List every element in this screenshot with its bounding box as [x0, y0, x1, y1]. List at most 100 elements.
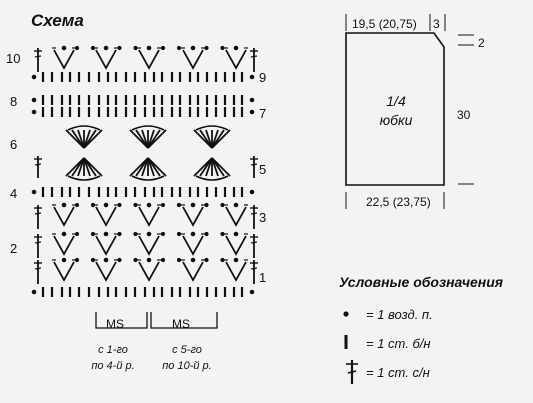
fan-stitch-6-0-6 [83, 129, 103, 149]
v-stitch-2-2 [138, 235, 160, 256]
fan-arc-5-2 [195, 175, 229, 181]
fan-arc-5-0 [67, 175, 101, 181]
chain-dot-b-2-1 [133, 231, 138, 237]
v-stitch-10-2 [138, 49, 160, 70]
chain-dot-b-1-3 [220, 257, 225, 263]
v-stitch-2-0 [53, 235, 75, 256]
chain-dot-3-0 [61, 202, 67, 208]
chain-dot-a-1-3 [204, 257, 209, 263]
chain-dot-3-4 [233, 202, 239, 208]
row-number-1: 1 [259, 270, 267, 285]
edge-dc-right-3-slash [250, 212, 258, 215]
row-number-10: 10 [6, 51, 21, 66]
sc-turn-chain-right-4 [249, 189, 255, 195]
chain-dot-a-1-1 [117, 257, 122, 263]
pattern-label-line1: 1/4 [386, 93, 406, 109]
chain-dot-b-2-0 [90, 231, 96, 237]
fan-stitch-6-0-1 [71, 129, 85, 149]
sc-turn-chain-right-8 [249, 97, 255, 103]
fan-stitch-6-2-1 [199, 129, 213, 149]
repeat-note-2-line1: с 5-го [172, 344, 202, 356]
pattern-bottom-width: 22,5 (23,75) [366, 195, 431, 209]
v-stitch-10-0 [53, 49, 75, 70]
chain-dot-a-3-0 [74, 202, 80, 208]
v-stitch-10-1 [95, 49, 117, 70]
chain-dot-1-1 [103, 257, 109, 263]
chain-dot-a-3-2 [160, 202, 166, 208]
repeat-note-2-line2: по 10-й р. [162, 360, 212, 372]
chain-dot-b-2-2 [176, 231, 182, 237]
sc-turn-chain-left-8 [31, 97, 37, 103]
chart-title: Схема [31, 11, 84, 30]
fan-stitch-5-1-1 [135, 157, 149, 177]
chain-dot-a-1-2 [160, 257, 166, 263]
chain-dot-a-2-2 [160, 231, 166, 237]
chain-dot-1-4 [233, 257, 239, 263]
chain-dot-2-3 [190, 231, 196, 237]
chain-dot-a-1-0 [74, 257, 80, 263]
fan-arc-6-1 [131, 125, 165, 131]
chain-dot-b-10-3 [220, 45, 225, 51]
sc-turn-chain-left-0 [31, 289, 37, 295]
chain-dot-a-10-0 [74, 45, 80, 51]
v-stitch-10-4 [225, 49, 247, 70]
legend-item-double-text: = 1 ст. с/н [366, 365, 430, 380]
fan-arc-6-2 [195, 125, 229, 131]
edge-dc-right-1-slash [250, 267, 258, 270]
v-stitch-1-3 [182, 261, 204, 282]
chain-dot-b-10-0 [90, 45, 96, 51]
fan-stitch-6-0-2 [77, 129, 85, 149]
fan-stitch-6-2-6 [211, 129, 231, 149]
repeat-note-1-line1: с 1-го [98, 344, 128, 356]
v-stitch-3-3 [182, 206, 204, 227]
edge-dc-right-5-slash [250, 163, 258, 166]
v-stitch-2-3 [182, 235, 204, 256]
chain-dot-b-2-3 [220, 231, 225, 237]
legend-title: Условные обозначения [339, 274, 504, 290]
fan-stitch-5-2-1 [199, 157, 213, 177]
chain-dot-a-3-3 [204, 202, 209, 208]
pattern-outline [345, 32, 445, 186]
edge-dc-left-1-slash [34, 267, 42, 270]
chain-dot-2-0 [61, 231, 67, 237]
chain-dot-2-2 [146, 231, 152, 237]
pattern-top-width: 19,5 (20,75) [352, 17, 417, 31]
chain-dot-b-1-1 [133, 257, 138, 263]
repeat-bracket-2 [150, 312, 218, 329]
repeat-note-1-line2: по 4-й р. [91, 360, 135, 372]
pattern-label: 1/4 юбки [370, 92, 422, 130]
repeat-note-1: с 1-го по 4-й р. [86, 342, 140, 374]
edge-dc-left-10-slash [34, 55, 42, 58]
sc-turn-chain-left-7 [31, 109, 37, 115]
edge-dc-right-2-slash [250, 241, 258, 244]
chain-dot-b-3-2 [176, 202, 182, 208]
row-number-8: 8 [10, 94, 18, 109]
repeat-note-2: с 5-го по 10-й р. [155, 342, 219, 374]
chain-dot-1-3 [190, 257, 196, 263]
legend-item-chain-text: = 1 возд. п. [366, 307, 433, 322]
chain-dot-3-2 [146, 202, 152, 208]
v-stitch-1-4 [225, 261, 247, 282]
fan-stitch-6-1-1 [135, 129, 149, 149]
fan-stitch-6-2-2 [205, 129, 213, 149]
legend-item-single-text: = 1 ст. б/н [366, 336, 431, 351]
chain-dot-b-10-1 [133, 45, 138, 51]
v-stitch-3-1 [95, 206, 117, 227]
chain-dot-10-4 [233, 45, 239, 51]
fan-stitch-6-1-6 [147, 129, 167, 149]
edge-dc-left-2-slash [34, 241, 42, 244]
v-stitch-2-4 [225, 235, 247, 256]
v-stitch-3-0 [53, 206, 75, 227]
edge-dc-left-3-slash [34, 212, 42, 215]
fan-stitch-5-0-6 [83, 157, 103, 177]
sc-turn-chain-right-0 [249, 289, 255, 295]
v-stitch-3-2 [138, 206, 160, 227]
chain-dot-1-2 [146, 257, 152, 263]
chain-dot-b-1-0 [90, 257, 96, 263]
chain-dot-a-2-3 [204, 231, 209, 237]
edge-dc-left-5-slash [34, 163, 42, 166]
v-stitch-2-1 [95, 235, 117, 256]
pattern-height: 30 [457, 108, 471, 122]
sc-turn-chain-left-4 [31, 189, 37, 195]
